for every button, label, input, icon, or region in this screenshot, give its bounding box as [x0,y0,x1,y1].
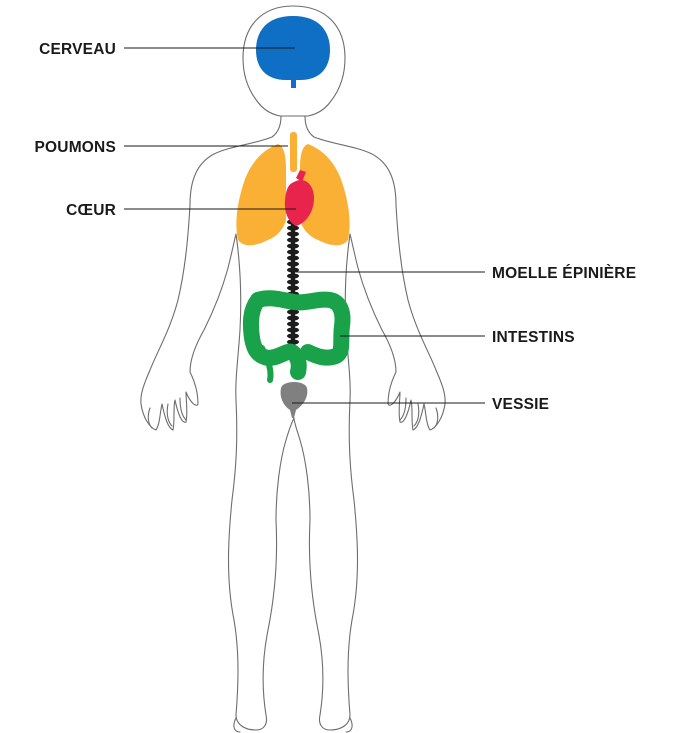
vertebra [287,315,299,320]
heart-label: CŒUR [66,202,116,219]
vertebra [287,333,299,338]
vertebra [287,273,299,278]
brain-label: CERVEAU [39,41,116,58]
vertebra [287,237,299,242]
intestines-label: INTESTINS [492,329,575,346]
spinal-cord-organ [287,219,299,358]
vertebra [287,339,299,344]
vertebra [287,249,299,254]
bladder-label: VESSIE [492,396,549,413]
vertebra [287,225,299,230]
vertebra [287,279,299,284]
vertebra [287,327,299,332]
vertebra [287,285,299,290]
vertebra [287,255,299,260]
vertebra [287,243,299,248]
vertebra [287,231,299,236]
vertebra [287,321,299,326]
spinal-cord-label: MOELLE ÉPINIÈRE [492,265,636,282]
bladder-organ [281,382,308,418]
lungs-label: POUMONS [35,139,117,156]
brain-organ [256,16,330,88]
vertebra [287,261,299,266]
